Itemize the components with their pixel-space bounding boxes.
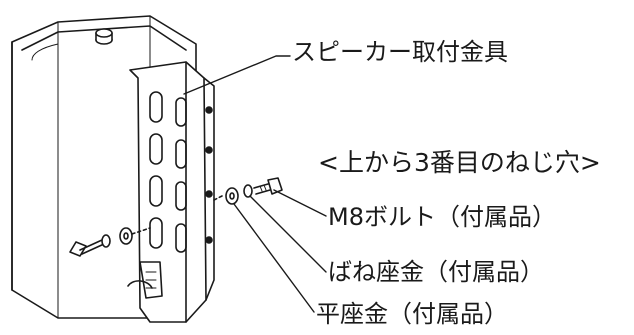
leader-bolt — [273, 189, 327, 217]
leader-lines — [183, 55, 327, 313]
speaker-bracket-label: スピーカー取付金具 — [292, 38, 508, 66]
spring-washer-label: ばね座金（付属品） — [328, 258, 544, 286]
mounting-bracket — [127, 61, 215, 323]
leader-flat — [233, 203, 315, 313]
left-bolt-assembly — [69, 227, 151, 257]
leader-spring — [249, 195, 327, 273]
leader-bracket — [183, 55, 291, 95]
top-screw-icon — [95, 28, 113, 45]
screw-hole-label: <上から3番目のねじ穴> — [318, 148, 601, 177]
m8-bolt-icon — [213, 177, 283, 205]
flat-washer-label: 平座金（付属品） — [316, 300, 508, 328]
m8-bolt-label: M8ボルト（付属品） — [328, 203, 556, 231]
